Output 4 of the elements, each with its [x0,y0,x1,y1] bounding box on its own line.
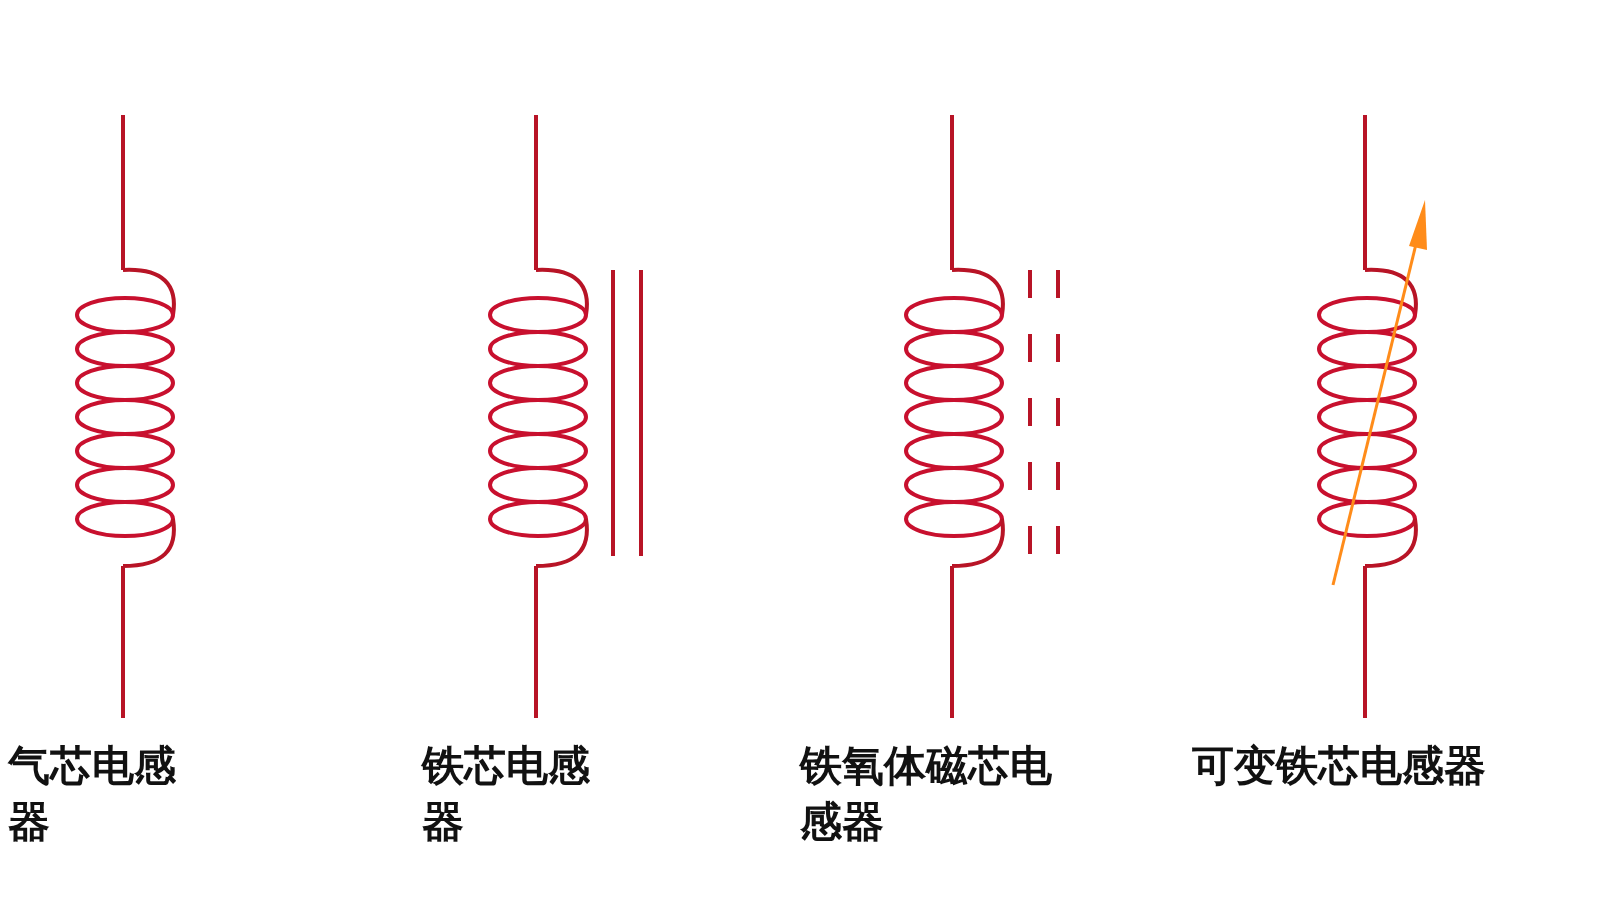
inductor-label: 气芯电感器 [8,740,177,848]
inductor-label: 铁氧体磁芯电感器 [800,740,1053,848]
inductor-label: 铁芯电感器 [422,740,591,848]
inductor-label: 可变铁芯电感器 [1192,740,1487,792]
